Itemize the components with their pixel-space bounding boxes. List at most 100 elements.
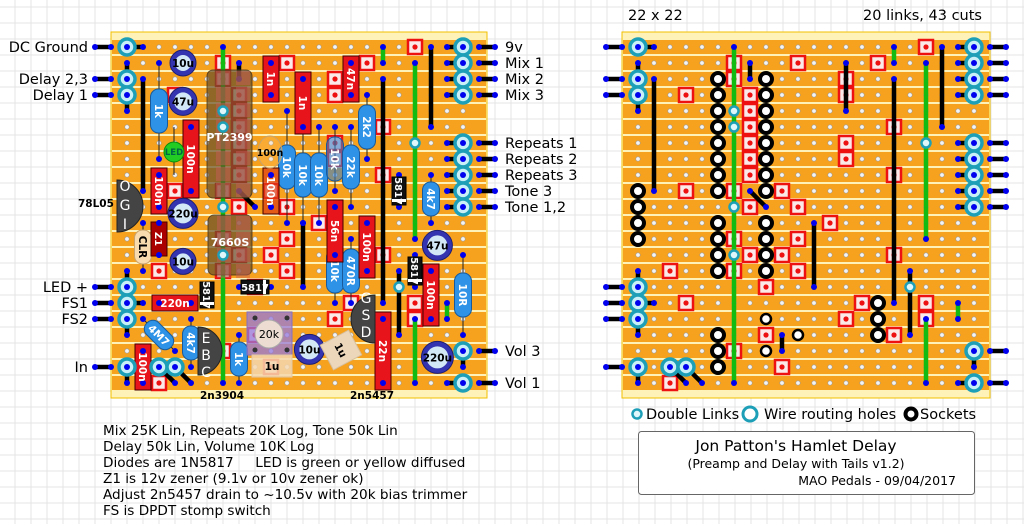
hole (140, 60, 146, 66)
link-end-dot (380, 76, 386, 82)
hole (843, 380, 849, 386)
hole (747, 220, 753, 226)
copper-strip (623, 328, 989, 342)
hole (795, 252, 801, 258)
lead-dot (428, 220, 434, 226)
link-end-dot (380, 44, 386, 50)
hole (172, 172, 178, 178)
lead-dot (268, 92, 274, 98)
link-end-dot (923, 60, 929, 66)
socket (710, 135, 726, 151)
socket (758, 183, 774, 199)
wire-hole-dot (460, 380, 466, 386)
hole (396, 156, 402, 162)
project-subtitle: (Preamp and Delay with Tails v1.2) (687, 456, 904, 471)
pin-label: O (119, 179, 130, 195)
trimmer-pin (252, 315, 258, 321)
hole (316, 252, 322, 258)
wire-label-right: Tone 3 (504, 184, 552, 200)
copper-strip (623, 136, 989, 150)
hole (875, 268, 881, 274)
ic-pin (216, 183, 230, 197)
link-end-dot (955, 316, 961, 322)
socket (758, 215, 774, 231)
copper-strip (623, 104, 989, 118)
project-title: Jon Patton's Hamlet Delay (694, 437, 896, 455)
hole (156, 316, 162, 322)
component-value: 5817 (392, 177, 403, 205)
hole (811, 364, 817, 370)
link-end-dot (891, 60, 897, 66)
copper-strip (112, 136, 486, 150)
hole (252, 140, 258, 146)
socket (758, 231, 774, 247)
wire-end-dot (492, 204, 498, 210)
hole (683, 332, 689, 338)
track-cut-dot (683, 300, 689, 306)
hole (252, 124, 258, 130)
wire-label-left: Delay 1 (33, 88, 88, 104)
hole (348, 364, 354, 370)
hole (763, 364, 769, 370)
note-line: Delay 50k Lin, Volume 10K Log (103, 439, 314, 455)
wire-end-dot (92, 284, 98, 290)
hole (396, 364, 402, 370)
track-cut-dot (843, 316, 849, 322)
wire-hole-dot (124, 316, 130, 322)
hole (460, 108, 466, 114)
wire-end-dot (108, 300, 114, 306)
note-line: Mix 25K Lin, Repeats 20K Log, Tone 50k L… (103, 423, 398, 439)
hole (699, 124, 705, 130)
wire-label-right: Repeats 2 (505, 152, 577, 168)
lead-dot (300, 220, 306, 226)
film-cap-body: 100n (358, 215, 376, 279)
hole (907, 76, 913, 82)
hole (859, 108, 865, 114)
hole (683, 108, 689, 114)
track-cut-dot (827, 220, 833, 226)
hole (827, 140, 833, 146)
hole (444, 268, 450, 274)
hole (939, 332, 945, 338)
pin-label: B (201, 348, 211, 364)
hole (939, 364, 945, 370)
copper-strip (112, 312, 486, 326)
film-capacitor (262, 55, 280, 103)
hole (140, 284, 146, 290)
wire-end-dot (492, 76, 498, 82)
lead-dot (332, 188, 338, 194)
hole (444, 284, 450, 290)
resistor-body: CLR (134, 229, 152, 265)
lead-dot (188, 300, 194, 306)
component-value: 4k7 (184, 332, 196, 354)
hole (699, 44, 705, 50)
hole (428, 332, 434, 338)
link-end-dot (124, 380, 130, 386)
hole (699, 220, 705, 226)
hole (364, 380, 370, 386)
wire-end-dot (476, 60, 482, 66)
copper-strip (112, 376, 486, 390)
track-cut-dot (923, 300, 929, 306)
lead-dot (156, 156, 162, 162)
hole (140, 332, 146, 338)
link-end-dot (955, 380, 961, 386)
hole (747, 380, 753, 386)
link-end-dot (380, 60, 386, 66)
hole (252, 44, 258, 50)
hole (651, 364, 657, 370)
lead-dot (380, 316, 386, 322)
link-end-dot (779, 332, 785, 338)
hole (795, 108, 801, 114)
link-end-dot (444, 76, 450, 82)
hole (859, 364, 865, 370)
hole (811, 140, 817, 146)
hole (907, 348, 913, 354)
hole (955, 364, 961, 370)
hole (699, 284, 705, 290)
hole (156, 348, 162, 354)
wire-hole-dot (971, 76, 977, 82)
socket (710, 183, 726, 199)
hole (827, 172, 833, 178)
hole (252, 268, 258, 274)
